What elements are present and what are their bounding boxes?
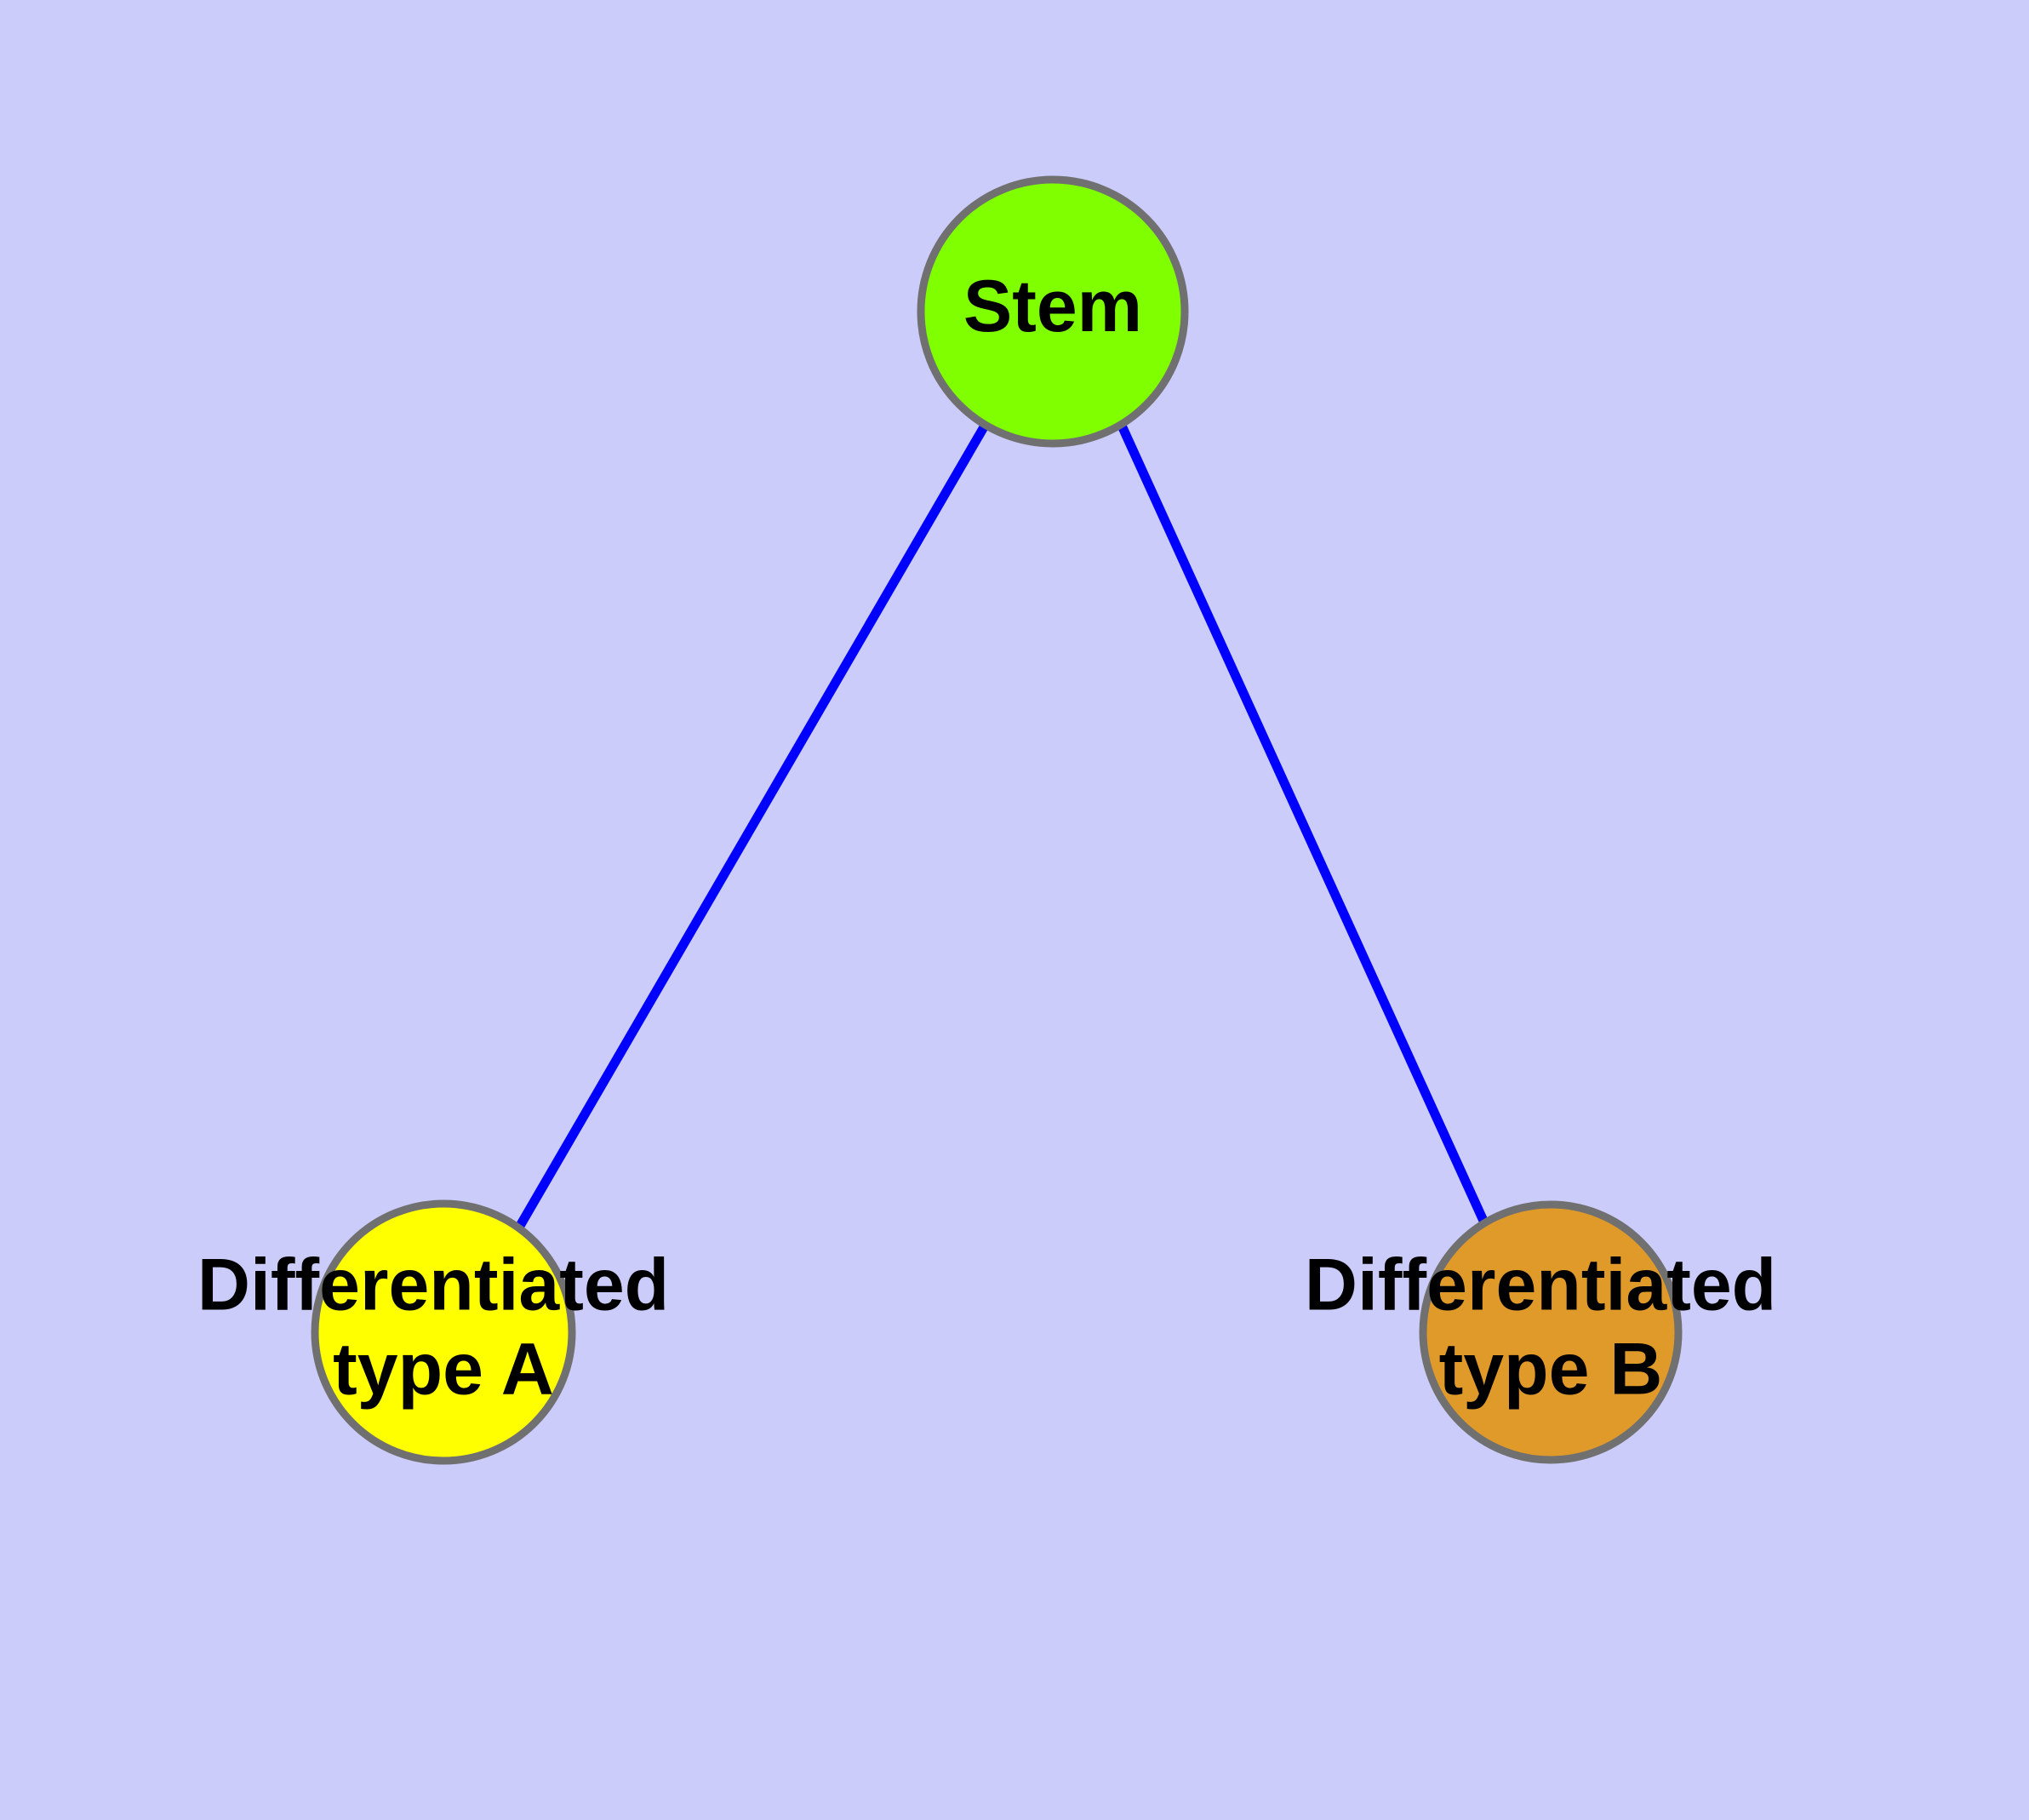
node-differentiated-type-b-circle[interactable] xyxy=(1419,1200,1683,1464)
label-layer: Stem Differentiated type A Differentiate… xyxy=(197,266,1797,1410)
edge-layer xyxy=(516,423,1489,1228)
node-stem-label: Stem xyxy=(963,266,1142,347)
edge-stem-to-differentiated-type-a[interactable] xyxy=(516,423,989,1228)
node-stem-circle[interactable] xyxy=(917,175,1189,448)
node-differentiated-type-a-label-line-2: type A xyxy=(333,1328,554,1410)
node-differentiated-type-a-circle[interactable] xyxy=(311,1199,576,1465)
node-differentiated-type-b[interactable] xyxy=(1419,1200,1683,1464)
edge-stem-to-differentiated-type-b[interactable] xyxy=(1117,423,1489,1223)
node-stem[interactable] xyxy=(917,175,1189,448)
node-stem-label-line-1: Stem xyxy=(963,266,1142,347)
node-differentiated-type-a-label-line-1: Differentiated xyxy=(197,1244,669,1325)
node-differentiated-type-a[interactable] xyxy=(311,1199,576,1465)
node-differentiated-type-b-label: Differentiated type B xyxy=(1305,1244,1797,1410)
node-differentiated-type-b-label-line-2: type B xyxy=(1439,1328,1663,1410)
node-differentiated-type-a-label: Differentiated type A xyxy=(197,1244,689,1410)
node-differentiated-type-b-label-line-1: Differentiated xyxy=(1305,1244,1776,1325)
node-layer xyxy=(311,175,1683,1465)
